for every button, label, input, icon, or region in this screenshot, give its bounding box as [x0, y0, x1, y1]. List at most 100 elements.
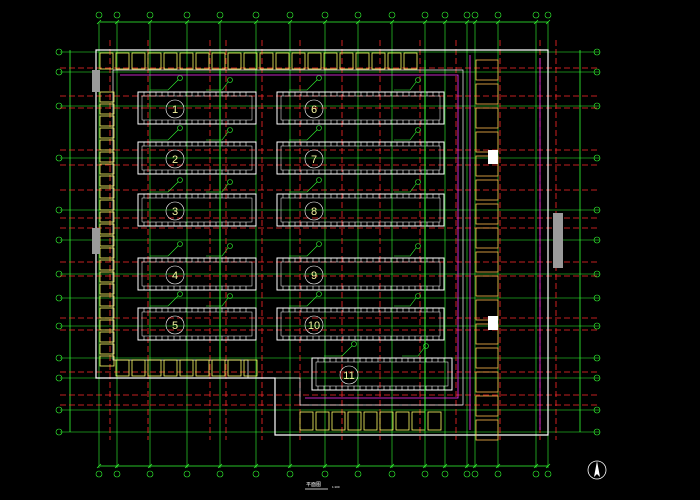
callout-leader	[150, 129, 179, 141]
dock-door	[99, 355, 115, 367]
callout-leader	[402, 347, 425, 357]
dock-door	[99, 343, 115, 355]
bay-number-circle	[165, 265, 185, 285]
bay-outline	[276, 307, 445, 341]
bay-number: 8	[311, 206, 317, 218]
dock-door	[291, 52, 306, 70]
dock-door	[363, 411, 378, 431]
grid-bubble-left	[55, 270, 63, 278]
bay-number-circle	[165, 201, 185, 221]
grid-bubble-left	[55, 406, 63, 414]
grid-bubble-top	[494, 11, 502, 19]
dock-door	[99, 139, 115, 151]
dim-tick	[545, 463, 551, 469]
dock-door	[339, 52, 354, 70]
grid-bubble-bottom	[113, 470, 121, 478]
dock-door	[99, 307, 115, 319]
dim-tick	[472, 463, 478, 469]
bay-outline	[137, 257, 257, 291]
storage-bay: 7	[276, 125, 445, 175]
service-room	[475, 227, 499, 249]
dock-door	[275, 52, 290, 70]
service-room	[475, 203, 499, 225]
dim-tick	[147, 463, 153, 469]
callout-bubble	[177, 291, 183, 297]
title-block: 平面图 1:100	[305, 482, 340, 490]
dock-door	[99, 175, 115, 187]
grid-bubble-bottom	[544, 470, 552, 478]
grid-bubble-bottom	[388, 470, 396, 478]
callout-leader	[289, 129, 318, 141]
grid-bubble-top	[183, 11, 191, 19]
callout-bubble	[227, 77, 233, 83]
storage-bay: 1	[137, 75, 257, 125]
callout-leader	[289, 79, 318, 91]
grid-bubble-left	[55, 428, 63, 436]
dock-door	[99, 271, 115, 283]
grid-bubble-top	[113, 11, 121, 19]
bay-number-circle	[304, 315, 324, 335]
dock-door	[427, 411, 442, 431]
grid-bubble-top	[421, 11, 429, 19]
dock-door	[99, 151, 115, 163]
grid-bubble-left	[55, 68, 63, 76]
callout-leader	[324, 345, 353, 357]
storage-bay: 3	[137, 177, 257, 227]
callout-leader	[206, 81, 229, 91]
dock-door	[147, 52, 162, 70]
grid-bubble-top	[286, 11, 294, 19]
dock-door	[179, 359, 194, 377]
service-room	[475, 371, 499, 393]
dim-tick	[422, 19, 428, 25]
dock-door	[299, 411, 314, 431]
dim-tick	[184, 463, 190, 469]
callout-bubble	[316, 75, 322, 81]
dock-door	[259, 52, 274, 70]
callout-leader	[394, 247, 417, 257]
dim-tick	[442, 19, 448, 25]
north-arrow-icon	[587, 460, 607, 480]
callout-bubble	[415, 293, 421, 299]
grid-bubble-left	[55, 236, 63, 244]
dim-tick	[253, 19, 259, 25]
service-room	[475, 323, 499, 345]
dock-door	[163, 359, 178, 377]
dock-door	[179, 52, 194, 70]
storage-bay: 8	[276, 177, 445, 227]
grid-bubble-right	[593, 206, 601, 214]
dock-door	[99, 211, 115, 223]
bay-inner	[141, 261, 253, 287]
callout-leader	[150, 245, 179, 257]
service-room	[475, 251, 499, 273]
grid-bubble-left	[55, 102, 63, 110]
dock-door	[315, 411, 330, 431]
grid-bubble-left	[55, 48, 63, 56]
callout-bubble	[227, 127, 233, 133]
service-room	[475, 59, 499, 81]
title-scale: 1:100	[332, 485, 340, 489]
storage-bay: 4	[137, 241, 257, 291]
storage-bay: 5	[137, 291, 257, 341]
grid-bubble-left	[55, 374, 63, 382]
bay-number-circle	[165, 99, 185, 119]
grid-bubble-bottom	[421, 470, 429, 478]
callout-bubble	[316, 241, 322, 247]
dock-door	[131, 52, 146, 70]
bay-outline	[137, 307, 257, 341]
grid-bubble-top	[95, 11, 103, 19]
callout-leader	[394, 81, 417, 91]
callout-bubble	[227, 293, 233, 299]
grid-bubble-top	[388, 11, 396, 19]
bay-number-circle	[304, 201, 324, 221]
dock-door	[99, 295, 115, 307]
grid-bubble-right	[593, 428, 601, 436]
detail-layer	[92, 60, 563, 430]
bay-number: 6	[311, 104, 317, 116]
dim-tick	[96, 19, 102, 25]
grid-bubble-bottom	[95, 470, 103, 478]
callout-leader	[206, 297, 229, 307]
callout-bubble	[415, 127, 421, 133]
callout-leader	[394, 131, 417, 141]
callout-leader	[150, 295, 179, 307]
